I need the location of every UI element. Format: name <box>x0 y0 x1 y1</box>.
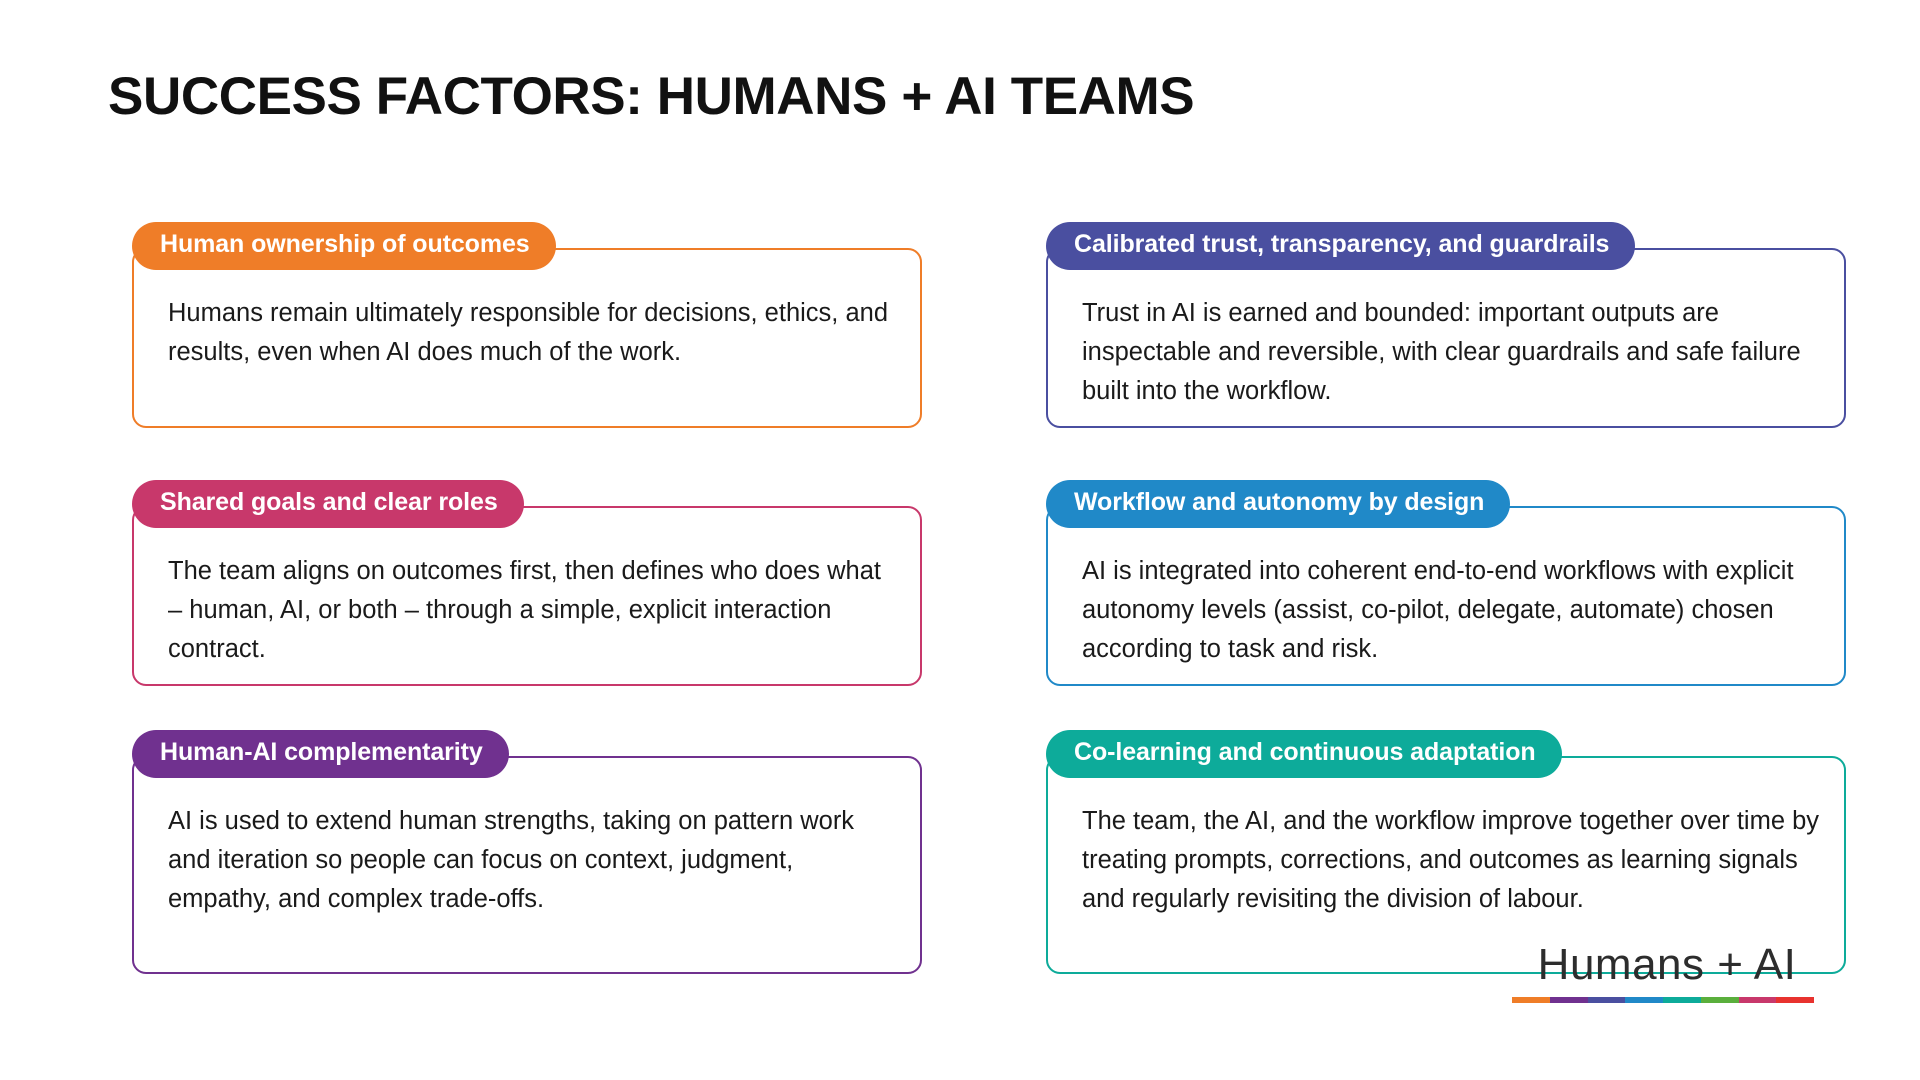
card-header-human-ownership-of-outcomes[interactable]: Human ownership of outcomes <box>132 222 556 270</box>
card-outline <box>1046 756 1846 974</box>
card-header-human-ai-complementarity[interactable]: Human-AI complementarity <box>132 730 509 778</box>
logo-bar-segment-3 <box>1625 997 1663 1003</box>
card-outline <box>132 506 922 686</box>
card-header-shared-goals-and-clear-roles[interactable]: Shared goals and clear roles <box>132 480 524 528</box>
card-header-co-learning-and-continuous-adaptation[interactable]: Co-learning and continuous adaptation <box>1046 730 1562 778</box>
card-workflow-and-autonomy-by-design: Workflow and autonomy by design AI is int… <box>1046 480 1846 690</box>
logo-bar-segment-6 <box>1738 997 1777 1003</box>
logo-color-bar <box>1512 997 1814 1003</box>
card-outline <box>132 756 922 974</box>
card-body-shared-goals-and-clear-roles: The team aligns on outcomes first, then … <box>168 557 881 663</box>
card-body-calibrated-trust-transparency-and-guardrails: Trust in AI is earned and bounded: impor… <box>1082 299 1801 405</box>
card-outline <box>1046 506 1846 686</box>
card-header-workflow-and-autonomy-by-design[interactable]: Workflow and autonomy by design <box>1046 480 1511 528</box>
card-body-co-learning-and-continuous-adaptation: The team, the AI, and the workflow impro… <box>1082 807 1820 913</box>
logo-wordmark: Humans + AI <box>1537 940 1797 989</box>
logo-bar-segment-7 <box>1776 997 1814 1003</box>
card-outline <box>132 248 922 428</box>
logo-bar-segment-4 <box>1663 997 1701 1003</box>
card-outline <box>1046 248 1846 428</box>
card-body-human-ai-complementarity: AI is used to extend human strengths, ta… <box>168 807 855 913</box>
card-human-ai-complementarity: Human-AI complementarity AI is used to ex… <box>132 730 922 978</box>
logo-bar-segment-0 <box>1512 997 1550 1003</box>
brand-logo: Humans + AI <box>1512 940 1822 1003</box>
page-title: SUCCESS FACTORS: HUMANS + AI TEAMS <box>108 67 1195 126</box>
card-body-workflow-and-autonomy-by-design: AI is integrated into coherent end-to-en… <box>1082 557 1794 663</box>
card-body-human-ownership-of-outcomes: Humans remain ultimately responsible for… <box>168 299 889 366</box>
logo-bar-segment-1 <box>1549 997 1588 1003</box>
logo-bar-segment-5 <box>1700 997 1739 1003</box>
card-calibrated-trust-transparency-and-guardrails: Calibrated trust, transparency, and guar… <box>1046 222 1846 432</box>
logo-bar-segment-2 <box>1587 997 1626 1003</box>
card-header-calibrated-trust-transparency-and-guardrails[interactable]: Calibrated trust, transparency, and guar… <box>1046 222 1636 270</box>
